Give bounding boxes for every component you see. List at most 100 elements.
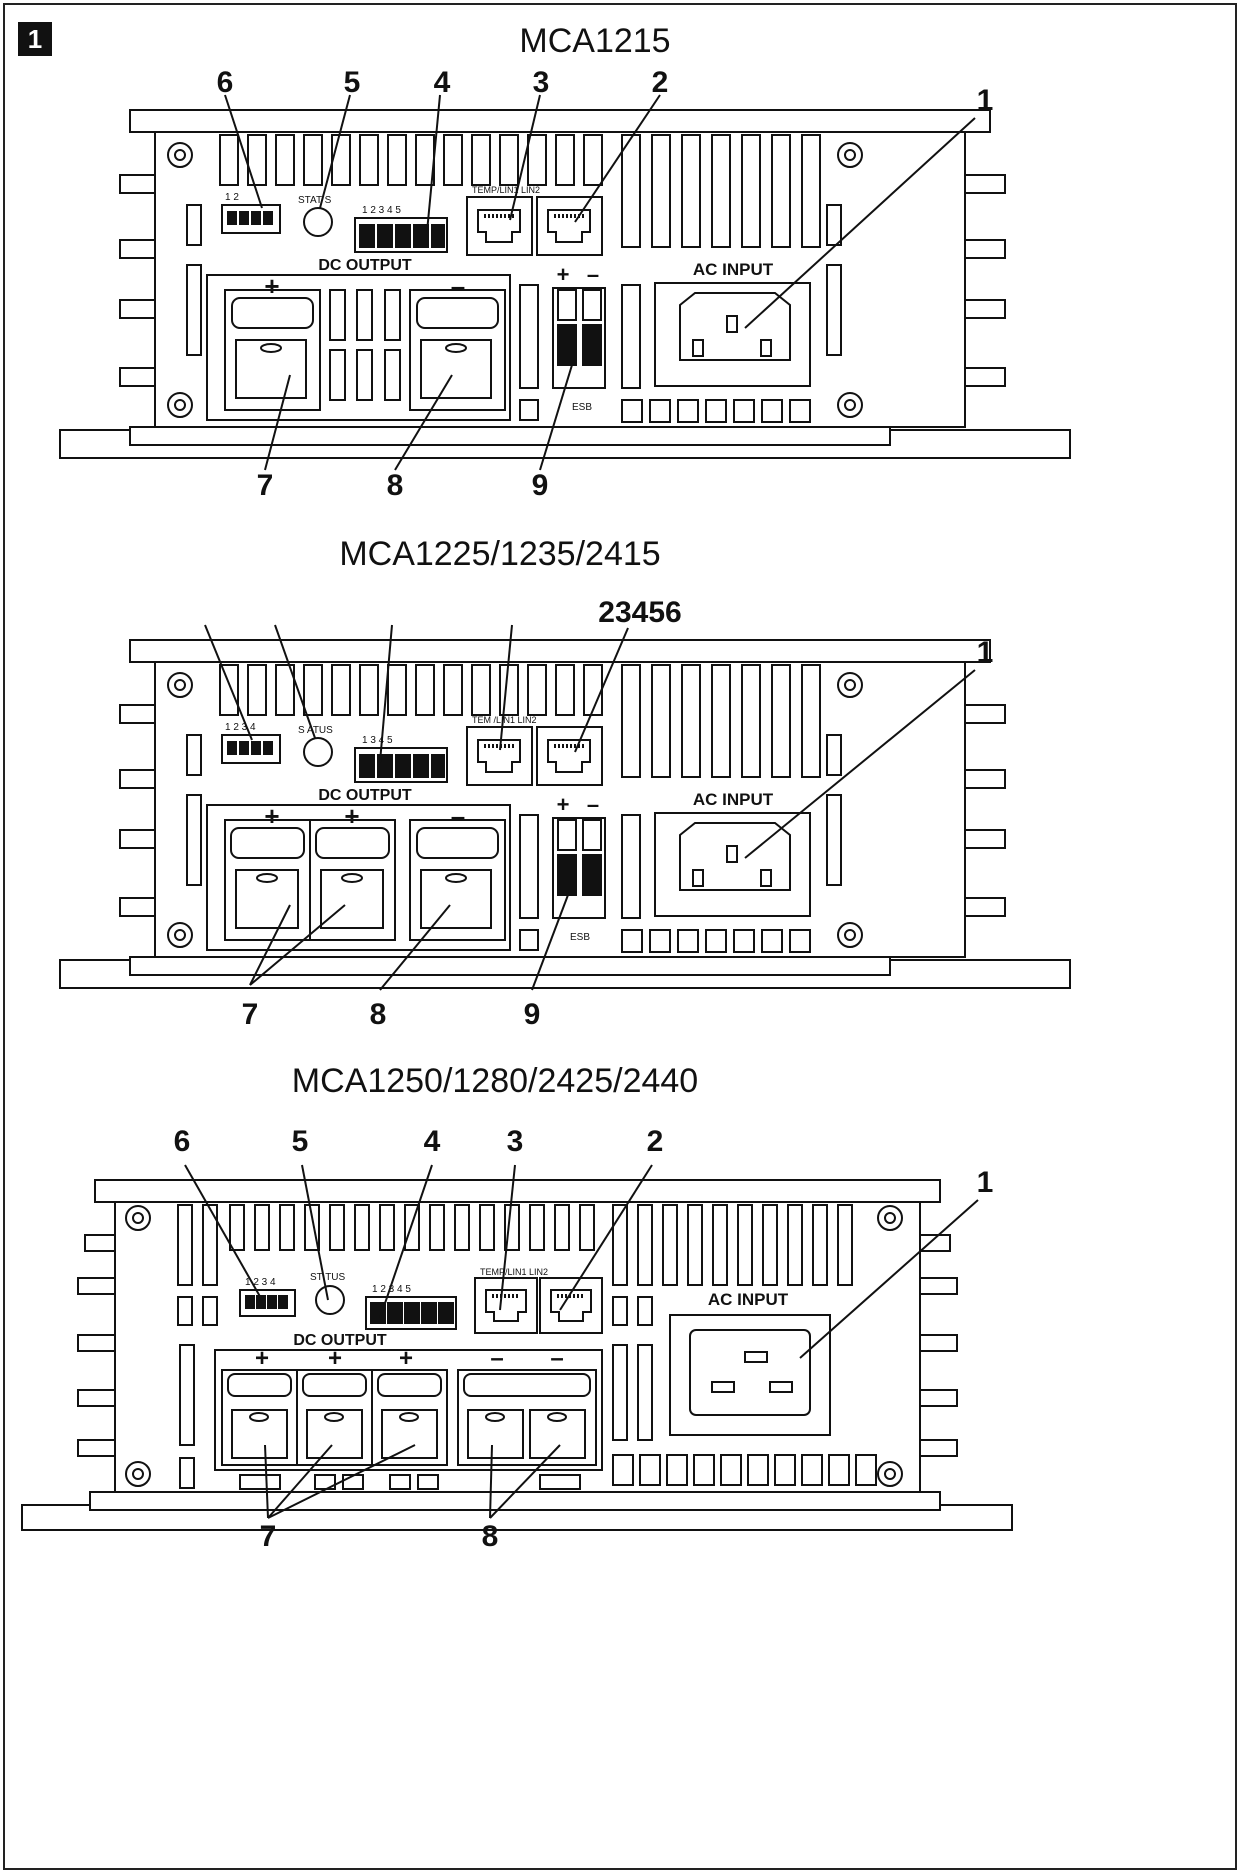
panel-mca1215: MCA1215 [59, 22, 1071, 502]
screw-icon [167, 672, 863, 948]
terminal-block [354, 747, 448, 783]
rj-port-lin2 [536, 726, 603, 786]
callout-7: 7 [257, 469, 274, 502]
side-fins [119, 704, 1006, 917]
status-label: S ATUS [298, 725, 333, 736]
chassis-top-lip [129, 109, 991, 133]
rj-port-temp-lin1 [466, 196, 533, 256]
dc-output-label: DC OUTPUT [293, 1332, 387, 1349]
dc-output-frame [206, 274, 511, 421]
esb-label: ESB [572, 402, 592, 413]
callout-8: 8 [482, 1520, 499, 1553]
callout-4: 4 [434, 66, 451, 99]
figure-frame [3, 3, 1237, 1870]
chassis-foot [129, 426, 891, 446]
callout-7: 7 [242, 998, 259, 1031]
rj-port-lin2 [539, 1277, 603, 1334]
dc-plus-sign-2: + [344, 801, 359, 831]
figure-number: 1 [28, 24, 42, 54]
dc-minus-connectors [457, 1369, 597, 1466]
callout-lines [204, 624, 976, 991]
terminal-numbers: 1 3 4 5 [362, 735, 393, 746]
status-led-icon [303, 737, 333, 767]
panel-title: MCA1250/1280/2425/2440 [292, 1062, 698, 1100]
terminal-numbers: 1 2 3 4 5 [362, 205, 401, 216]
port-label: TEMP/LIN1 LIN2 [472, 185, 540, 195]
callout-lines [184, 1164, 979, 1519]
rj-port-lin2 [536, 196, 603, 256]
rj-port-temp-lin1 [474, 1277, 538, 1334]
callout-8: 8 [387, 469, 404, 502]
esb-minus-sign: – [587, 262, 599, 287]
callout-3: 3 [533, 66, 550, 99]
dc-output-label: DC OUTPUT [318, 257, 412, 274]
dc-plus-sign-2: + [328, 1345, 342, 1372]
ac-input-socket [669, 1314, 831, 1436]
callout-3: 3 [507, 1125, 524, 1158]
callout-9: 9 [524, 998, 541, 1031]
esb-connector [552, 287, 606, 389]
dip-switch-numbers: 1 2 3 4 [245, 1277, 276, 1288]
dip-switch-numbers: 1 2 [225, 192, 239, 203]
ac-input-label: AC INPUT [708, 1290, 789, 1309]
callout-6: 6 [217, 66, 234, 99]
callout-5: 5 [292, 1125, 309, 1158]
callout-1: 1 [977, 1166, 994, 1199]
callout-8: 8 [370, 998, 387, 1031]
callout-1: 1 [977, 636, 994, 669]
dc-plus-sign: + [264, 271, 279, 301]
vent-slots [177, 1204, 877, 1490]
esb-minus-sign: – [587, 792, 599, 817]
rj-port-temp-lin1 [466, 726, 533, 786]
ac-input-socket [654, 282, 811, 387]
dc-plus-connector-1 [224, 819, 311, 941]
terminal-block [354, 217, 448, 253]
dc-minus-sign-2: – [550, 1345, 563, 1372]
panel-title: MCA1225/1235/2415 [339, 535, 660, 573]
status-label: ST TUS [310, 1272, 346, 1283]
port-label: TEM /LIN1 LIN2 [472, 715, 537, 725]
dc-minus-sign-1: – [490, 1345, 503, 1372]
status-led-icon [303, 207, 333, 237]
dc-plus-sign-1: + [264, 801, 279, 831]
callout-2: 2 [652, 66, 669, 99]
callout-2: 2 [647, 1125, 664, 1158]
chassis-top-lip [94, 1179, 941, 1203]
esb-plus-sign: + [557, 262, 570, 287]
status-label: STAT S [298, 195, 332, 206]
vent-slots [186, 134, 842, 423]
ac-input-label: AC INPUT [693, 790, 774, 809]
vent-slots [186, 664, 842, 953]
screw-icon [167, 142, 863, 418]
dc-minus-sign: – [451, 801, 465, 831]
dip-switch [239, 1289, 296, 1317]
callout-2-6: 23456 [598, 596, 681, 629]
dc-plus-sign-1: + [255, 1345, 269, 1372]
chassis-foot [89, 1491, 941, 1511]
terminal-numbers: 1 2 3 4 5 [372, 1284, 411, 1295]
panel-mca1225-1235-2415: MCA1225/1235/2415 [59, 535, 1071, 1031]
dc-plus-connector [224, 289, 321, 411]
dc-minus-connector [409, 289, 506, 411]
dc-minus-sign: – [451, 271, 465, 301]
panel-mca1250-1280-2425-2440: MCA1250/1280/2425/2440 [21, 1062, 1013, 1553]
status-led-icon [315, 1285, 345, 1315]
callout-6: 6 [174, 1125, 191, 1158]
esb-label: ESB [570, 932, 590, 943]
dc-output-frame [206, 804, 511, 951]
dc-slots [329, 289, 401, 401]
chassis-top-lip [129, 639, 991, 663]
esb-connector [552, 817, 606, 919]
callout-9: 9 [532, 469, 549, 502]
chassis-foot [129, 956, 891, 976]
dc-minus-connector [409, 819, 506, 941]
callout-lines [224, 94, 976, 471]
dc-output-label: DC OUTPUT [318, 787, 412, 804]
callout-7: 7 [260, 1520, 277, 1553]
side-fins [119, 174, 1006, 387]
screw-icon [125, 1205, 903, 1487]
terminal-block [365, 1296, 457, 1330]
callout-5: 5 [344, 66, 361, 99]
